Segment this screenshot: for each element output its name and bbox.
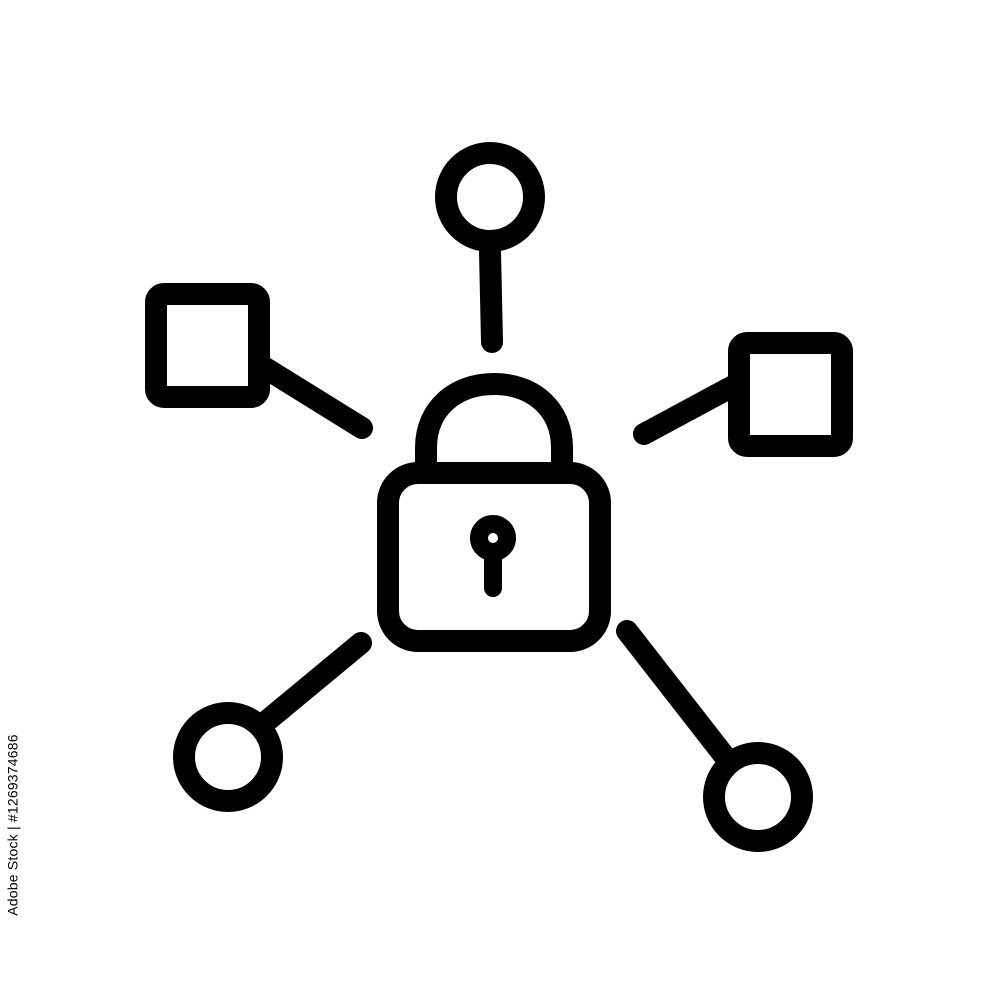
- padlock-shackle: [415, 373, 573, 481]
- circle-node-top: [435, 142, 545, 353]
- padlock-body: [377, 462, 611, 652]
- circle-node-bottom-left-circle: [173, 702, 283, 812]
- square-node-left-box: [145, 283, 270, 408]
- padlock-icon: [377, 373, 611, 652]
- circle-node-bottom-right: [616, 620, 813, 852]
- circle-node-bottom-right-circle: [703, 742, 813, 852]
- stock-id-watermark: Adobe Stock | #1269374686: [4, 734, 22, 915]
- connector-top: [479, 241, 503, 353]
- square-node-left: [145, 283, 373, 439]
- circle-node-top-circle: [435, 142, 545, 252]
- connector-bottom-left: [251, 632, 372, 736]
- circle-node-bottom-left: [173, 632, 372, 812]
- connector-right: [633, 374, 746, 445]
- connector-left: [251, 355, 373, 439]
- square-node-right: [633, 332, 853, 457]
- square-node-right-box: [728, 332, 853, 457]
- stock-id-text: Adobe Stock | #1269374686: [5, 734, 22, 916]
- connector-bottom-right: [616, 620, 737, 769]
